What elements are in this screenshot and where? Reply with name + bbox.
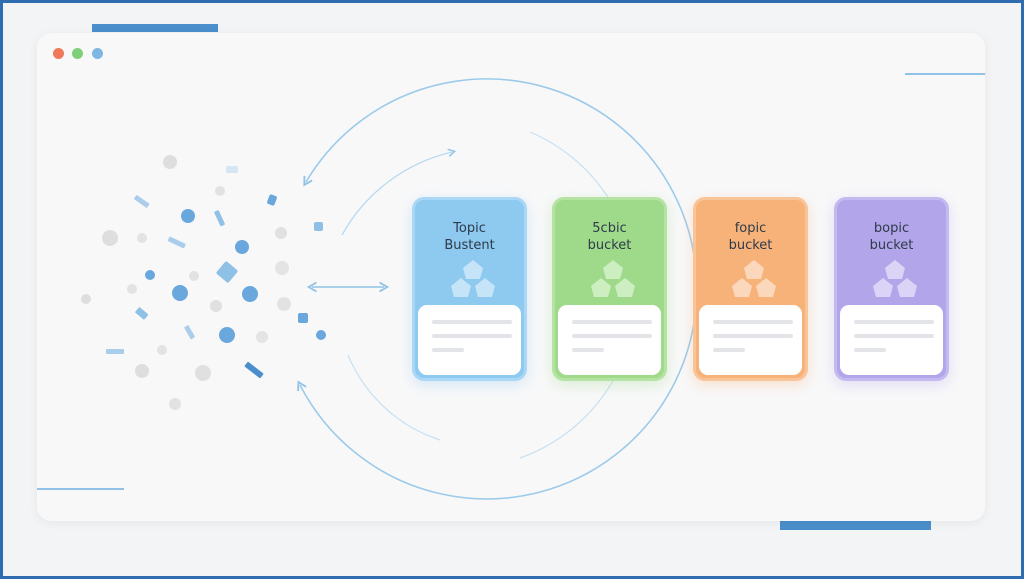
- bucket-content-panel: [840, 305, 943, 375]
- bucket-content-panel: [558, 305, 661, 375]
- cycle-arc-inner-bottom: [347, 354, 441, 441]
- bucket-card-label: fopic bucket: [728, 221, 773, 253]
- bucket-card-label: Topic Bustent: [444, 221, 495, 253]
- cycle-arc-inner-top: [341, 148, 457, 236]
- window-minimize-dot[interactable]: [72, 48, 83, 59]
- bucket-card-3[interactable]: fopic bucket: [693, 197, 808, 381]
- topic-cluster-icon: [732, 260, 776, 297]
- topic-cluster-icon: [591, 260, 635, 297]
- bottom-accent-bar: [780, 521, 931, 530]
- bucket-card-label: 5cbic bucket: [587, 221, 632, 253]
- bucket-card-label: bopic bucket: [869, 221, 914, 253]
- topic-cluster-icon: [873, 260, 917, 297]
- top-accent-bar: [92, 24, 218, 32]
- bottom-left-rule: [37, 488, 124, 490]
- bucket-content-panel: [418, 305, 521, 375]
- window-maximize-dot[interactable]: [92, 48, 103, 59]
- particle-cloud: [81, 155, 326, 410]
- bucket-card-4[interactable]: bopic bucket: [834, 197, 949, 381]
- topic-cluster-icon: [451, 260, 495, 297]
- top-right-rule: [905, 73, 985, 75]
- window-close-dot[interactable]: [53, 48, 64, 59]
- bucket-card-1[interactable]: Topic Bustent: [412, 197, 527, 381]
- bucket-content-panel: [699, 305, 802, 375]
- bucket-card-2[interactable]: 5cbic bucket: [552, 197, 667, 381]
